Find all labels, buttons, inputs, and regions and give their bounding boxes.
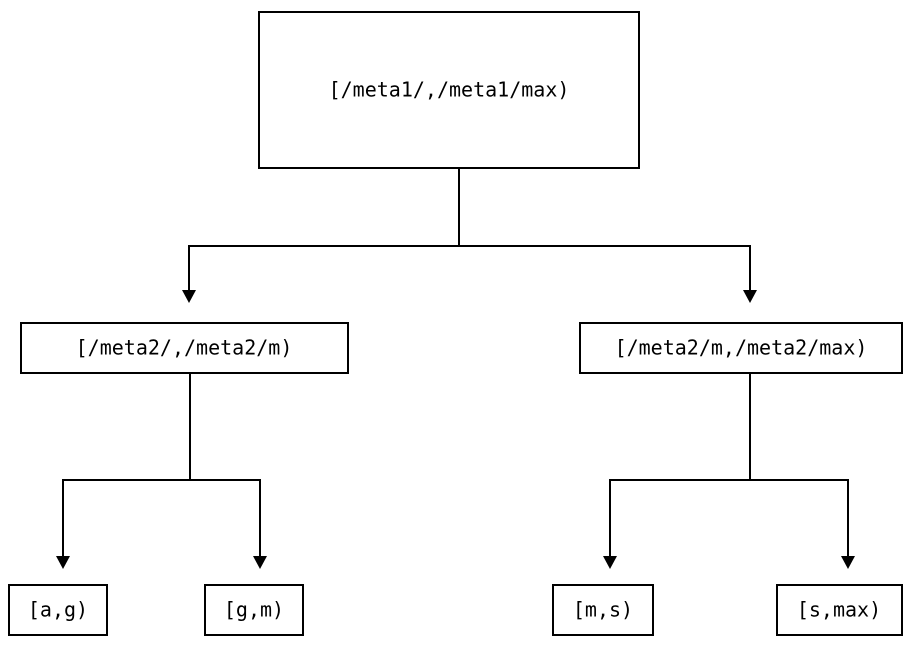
- node-label: [/meta1/,/meta1/max): [329, 78, 570, 102]
- tree-node[interactable]: [s,max): [776, 584, 903, 636]
- node-box[interactable]: [20, 322, 349, 374]
- edge-connector-line: [458, 168, 751, 290]
- edge-connector-line: [188, 168, 460, 290]
- node-label: [/meta2/,/meta2/m): [76, 336, 293, 360]
- tree-edge: [749, 373, 855, 569]
- node-label: [g,m): [224, 598, 284, 622]
- node-box[interactable]: [579, 322, 903, 374]
- edge-connector-line: [609, 373, 751, 556]
- tree-node[interactable]: [/meta1/,/meta1/max): [258, 11, 640, 169]
- tree-node[interactable]: [a,g): [8, 584, 108, 636]
- tree-edge: [182, 168, 460, 303]
- nodes-layer: [/meta1/,/meta1/max) [/meta2/,/meta2/m) [/…: [8, 11, 903, 636]
- arrowhead-down-icon: [182, 290, 196, 303]
- node-box[interactable]: [204, 584, 304, 636]
- tree-node[interactable]: [/meta2/,/meta2/m): [20, 322, 349, 374]
- edge-connector-line: [749, 373, 849, 556]
- edges-layer: [56, 168, 855, 569]
- node-label: [m,s): [573, 598, 633, 622]
- arrowhead-down-icon: [841, 556, 855, 569]
- tree-edge: [189, 373, 267, 569]
- node-label: [/meta2/m,/meta2/max): [615, 336, 868, 360]
- arrowhead-down-icon: [56, 556, 70, 569]
- tree-node[interactable]: [m,s): [552, 584, 654, 636]
- tree-node[interactable]: [/meta2/m,/meta2/max): [579, 322, 903, 374]
- edge-connector-line: [189, 373, 261, 556]
- tree-edge: [603, 373, 751, 569]
- node-box[interactable]: [8, 584, 108, 636]
- node-box[interactable]: [258, 11, 640, 169]
- node-label: [s,max): [797, 598, 881, 622]
- edge-connector-line: [62, 373, 191, 556]
- arrowhead-down-icon: [743, 290, 757, 303]
- node-label: [a,g): [28, 598, 88, 622]
- arrowhead-down-icon: [253, 556, 267, 569]
- tree-node[interactable]: [g,m): [204, 584, 304, 636]
- node-box[interactable]: [552, 584, 654, 636]
- tree-edge: [458, 168, 757, 303]
- tree-edge: [56, 373, 191, 569]
- arrowhead-down-icon: [603, 556, 617, 569]
- node-box[interactable]: [776, 584, 903, 636]
